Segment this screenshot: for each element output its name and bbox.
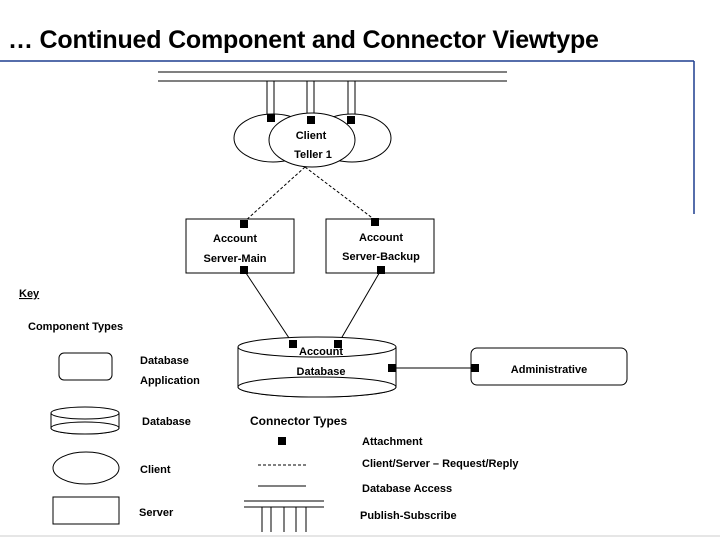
slide-frame [0,60,695,214]
key-database-application-shape [58,352,113,381]
key-database-access-label: Database Access [362,483,452,495]
server-backup-line1: Account [359,232,403,244]
key-database-application-line2: Application [140,375,200,387]
account-database-component [237,336,397,398]
account-server-backup-box [325,218,435,274]
attachment-marker [289,340,297,348]
page-title: … Continued Component and Connector View… [8,26,599,54]
client-label-line2: Teller 1 [294,149,332,161]
attachment-marker [471,364,479,372]
database-label-line1: Account [299,346,343,358]
key-server-label: Server [139,507,174,519]
key-database-label: Database [142,416,191,428]
database-access-connectors [243,269,475,369]
connector-types-heading: Connector Types [250,414,347,428]
key-database-shape [50,406,120,435]
attachment-marker [240,266,248,274]
key-client-label: Client [140,464,171,476]
client-teller-component [233,112,392,168]
server-backup-line2: Server-Backup [342,251,420,263]
database-label-line2: Database [297,366,346,378]
attachment-marker [347,116,355,124]
attachment-marker [388,364,396,372]
key-server-shape [52,496,120,525]
key-database-application-line1: Database [140,355,189,367]
key-attachment-label: Attachment [362,436,423,448]
attachment-marker [377,266,385,274]
attachment-marker [334,340,342,348]
key-client-server-label: Client/Server – Request/Reply [362,458,519,470]
attachment-marker [307,116,315,124]
key-publish-subscribe-label: Publish-Subscribe [360,510,457,522]
client-label-line1: Client [296,130,327,142]
key-client-shape [52,451,120,485]
key-publish-subscribe-shape [244,500,324,532]
server-main-line1: Account [213,233,257,245]
attachment-markers [240,114,479,372]
client-server-connectors [243,166,376,223]
key-attachment-shape [278,437,286,445]
attachment-marker [240,220,248,228]
publish-subscribe-bus [158,71,507,118]
server-main-line2: Server-Main [204,253,267,265]
component-types-heading: Component Types [28,321,123,333]
attachment-marker [371,218,379,226]
attachment-marker [267,114,275,122]
key-heading: Key [19,288,40,300]
administrative-label: Administrative [511,364,587,376]
